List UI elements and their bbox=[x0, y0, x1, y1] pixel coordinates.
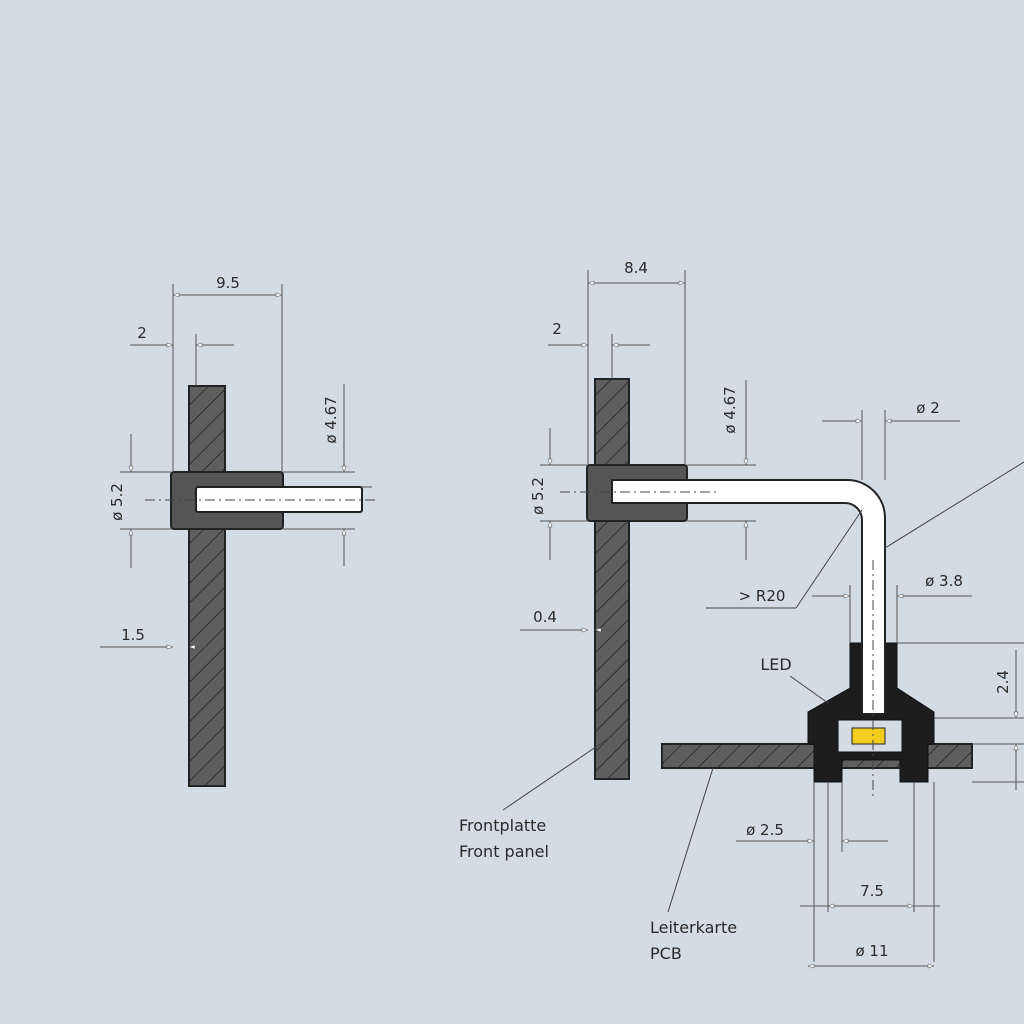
right-width-dim: 8.4 bbox=[624, 259, 648, 277]
light-pipe bbox=[611, 479, 886, 715]
right-assembly: 8.4 2 ø 4.67 ø 5.2 0.4 ø 2 > R20 bbox=[459, 259, 1024, 969]
height-dim: 2.4 bbox=[994, 670, 1012, 694]
pin-dia-dim: ø 2.5 bbox=[746, 821, 784, 839]
front-panel-label-de: Frontplatte bbox=[459, 816, 546, 835]
pin-spacing-dim: 7.5 bbox=[860, 882, 884, 900]
front-panel-label-en: Front panel bbox=[459, 842, 549, 861]
left-width-dim: 9.5 bbox=[216, 274, 240, 292]
guide-dia-dim: ø 3.8 bbox=[925, 572, 963, 590]
left-panel-thickness-dim: 1.5 bbox=[121, 626, 145, 644]
left-assembly: 9.5 2 ø 4.67 ø 5.2 1.5 bbox=[100, 274, 375, 787]
pcb-label-de: Leiterkarte bbox=[650, 918, 737, 937]
led-cavity bbox=[837, 719, 903, 753]
left-front-panel bbox=[188, 385, 226, 787]
led-chip bbox=[851, 727, 886, 745]
right-offset-dim: 2 bbox=[552, 320, 562, 338]
left-pipe-dia-dim: ø 4.67 bbox=[322, 396, 340, 443]
right-holder-dia-dim: ø 5.2 bbox=[529, 477, 547, 515]
right-gap-dim: 0.4 bbox=[533, 608, 557, 626]
left-holder-dia-dim: ø 5.2 bbox=[108, 483, 126, 521]
right-front-panel bbox=[594, 378, 630, 780]
pcb-label-en: PCB bbox=[650, 944, 682, 963]
bend-radius-dim: > R20 bbox=[739, 587, 786, 605]
led-label: LED bbox=[760, 655, 791, 674]
right-pipe-dia-dim: ø 4.67 bbox=[721, 386, 739, 433]
base-dia-dim: ø 11 bbox=[855, 942, 888, 960]
pipe-tip-dia-dim: ø 2 bbox=[916, 399, 940, 417]
left-offset-dim: 2 bbox=[137, 324, 147, 342]
